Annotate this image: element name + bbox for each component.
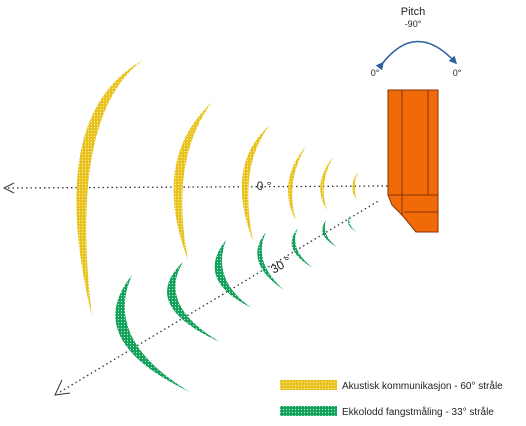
echo-wave-7 xyxy=(348,215,357,232)
acoustic-wave-1 xyxy=(76,60,143,317)
down-angle-label: 30 ° xyxy=(268,253,294,276)
horizontal-angle-label: 0 ° xyxy=(257,179,272,193)
echo-wave-3 xyxy=(214,240,252,308)
down-axis-line xyxy=(59,199,381,393)
echo-wave-5 xyxy=(291,228,313,268)
legend-acoustic-label: Akustisk kommunikasjon - 60° stråle xyxy=(342,380,503,392)
acoustic-beam-waves xyxy=(76,60,358,317)
acoustic-wave-3 xyxy=(241,125,270,241)
echo-wave-4 xyxy=(257,232,284,290)
legend-acoustic-swatch xyxy=(280,380,337,390)
pitch-title: Pitch xyxy=(401,6,425,18)
echo-wave-1 xyxy=(115,275,190,392)
echo-beam-waves xyxy=(115,215,357,392)
acoustic-wave-5 xyxy=(320,157,333,210)
acoustic-wave-6 xyxy=(352,172,358,200)
echo-wave-2 xyxy=(167,262,220,342)
horizontal-axis-arrowhead xyxy=(2,182,15,194)
echo-wave-6 xyxy=(322,220,337,247)
pitch-top-angle: -90° xyxy=(405,19,422,29)
legend-echo-swatch xyxy=(280,406,337,416)
pitch-right-angle: 0° xyxy=(453,68,462,78)
legend-echo-label: Ekkolodd fangstmåling - 33° stråle xyxy=(342,406,494,418)
acoustic-wave-4 xyxy=(288,146,306,221)
acoustic-wave-2 xyxy=(173,102,212,260)
transducer-device xyxy=(387,89,439,233)
pitch-left-angle: 0° xyxy=(371,68,380,78)
pitch-arrow xyxy=(375,40,458,71)
horizontal-axis-line xyxy=(7,185,391,189)
legend: Akustisk kommunikasjon - 60° stråle Ekko… xyxy=(280,380,503,418)
down-axis-arrowhead xyxy=(54,379,71,396)
